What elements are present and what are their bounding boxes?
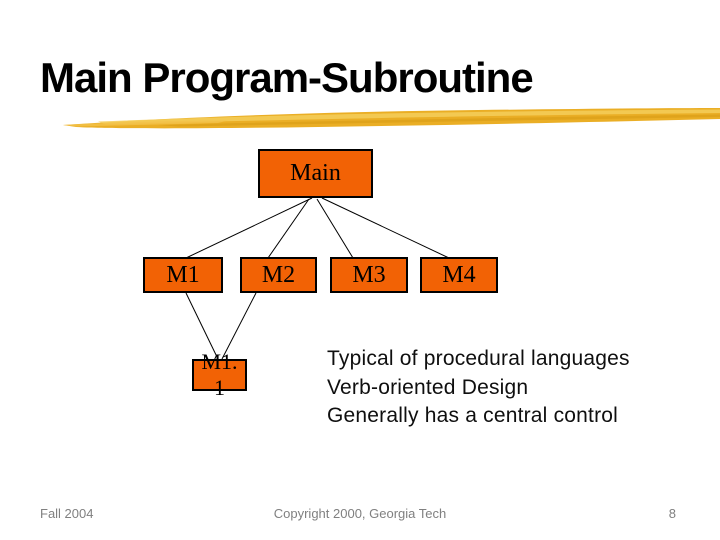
diagram-box-m4-label: M4 bbox=[442, 261, 476, 288]
diagram-box-m4: M4 bbox=[420, 257, 498, 293]
notes-text: Typical of procedural languages Verb-ori… bbox=[327, 345, 712, 431]
footer-semester: Fall 2004 bbox=[40, 506, 94, 521]
diagram-box-m1-1-line1: M1. bbox=[201, 349, 238, 374]
diagram-box-m1-label: M1 bbox=[166, 261, 200, 288]
diagram-box-m2: M2 bbox=[240, 257, 317, 293]
diagram-box-main: Main bbox=[258, 149, 373, 198]
diagram-box-m3: M3 bbox=[330, 257, 408, 293]
diagram-box-main-label: Main bbox=[290, 160, 341, 186]
diagram-box-m1: M1 bbox=[143, 257, 223, 293]
diagram-box-m2-label: M2 bbox=[261, 261, 296, 288]
diagram-box-m1-1-label: M1. 1 bbox=[194, 349, 245, 401]
footer-copyright: Copyright 2000, Georgia Tech bbox=[273, 506, 447, 521]
note-line-1: Typical of procedural languages bbox=[327, 347, 630, 370]
diagram-box-m1-1-line2: 1 bbox=[214, 375, 225, 400]
note-line-3: Generally has a central control bbox=[327, 404, 619, 428]
diagram-box-m3-label: M3 bbox=[352, 261, 386, 288]
diagram-box-m1-1: M1. 1 bbox=[192, 349, 247, 400]
note-line-2: Verb-oriented Design bbox=[327, 375, 529, 399]
brush-stroke-accent bbox=[63, 108, 720, 129]
footer-page-number: 8 bbox=[668, 506, 676, 521]
slide-title: Main Program-Subroutine bbox=[40, 54, 534, 101]
